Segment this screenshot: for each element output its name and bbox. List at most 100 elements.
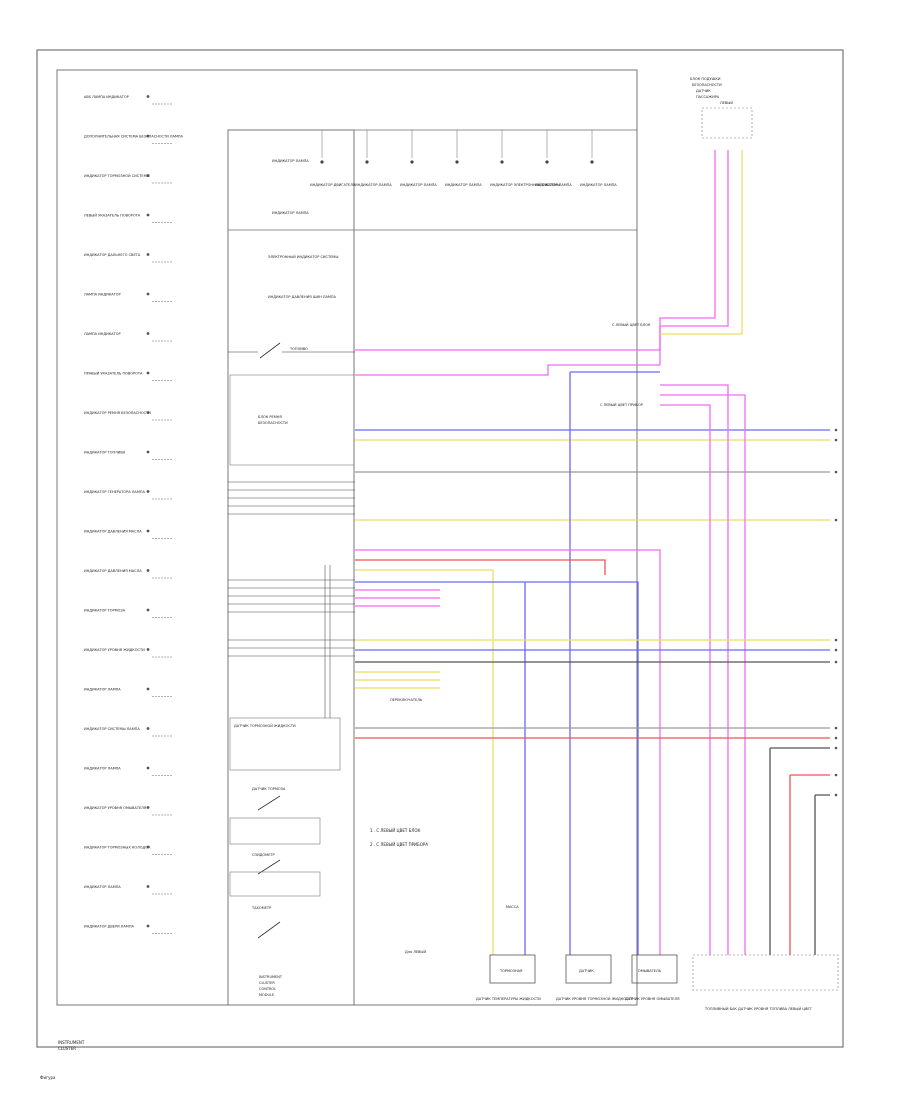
control-label-4: MODULE: [259, 993, 274, 997]
cluster-title-2: CLUSTER: [58, 1046, 76, 1051]
lower-switch-4: ТАХОМЕТР: [251, 906, 271, 910]
indicator-pin: [146, 687, 150, 691]
indicator-label: ИНДИКАТОР ДАВЛЕНИЯ МАСЛА: [84, 569, 142, 573]
terminal-dot: [834, 470, 838, 474]
tachometer-switch: [257, 921, 281, 939]
switch-note: ПЕРЕКЛЮЧАТЕЛЬ: [390, 698, 423, 702]
top-right-sub: ЛЕВЫЙ: [720, 100, 733, 105]
washer-sensor-box: [631, 954, 678, 984]
mid-label-1: ИНДИКАТОР ЛАМПА: [272, 159, 309, 163]
bottom-label-3: ДАТЧИК УРОВНЯ ОМЫВАТЕЛЯ: [625, 997, 680, 1001]
lower-switch-3: СПИДОМЕТР: [252, 853, 275, 857]
cluster-box: [56, 69, 638, 1006]
cluster-bus-lines: [228, 481, 355, 657]
top-lamp-bulb: [455, 160, 459, 164]
top-lamp-bulb: [545, 160, 549, 164]
indicator-pin: [146, 845, 150, 849]
wire: [660, 150, 743, 335]
indicator-pin: [146, 95, 150, 98]
indicator-label: ПРАВЫЙ УКАЗАТЕЛЬ ПОВОРОТА: [84, 371, 143, 376]
indicator-label: ИНДИКАТОР ТОПЛИВА: [84, 451, 126, 455]
indicator-label: ИНДИКАТОР УРОВНЯ ЖИДКОСТИ: [84, 648, 145, 652]
indicator-label: ЛАМПА ИНДИКАТОР: [84, 293, 121, 297]
top-right-module-3: ДАТЧИК: [696, 89, 711, 93]
coolant-sensor-box: [489, 954, 536, 984]
indicator-label: ИНДИКАТОР РЕМНЯ БЕЗОПАСНОСТИ: [84, 411, 151, 415]
indicator-pin: [146, 332, 150, 335]
wire: [355, 549, 661, 955]
brake-fluid-sensor-box: [565, 954, 612, 984]
top-lamp-label: ИНДИКАТОР ЛАМПА: [580, 183, 617, 187]
top-right-module-box: [701, 107, 753, 139]
indicator-pin: [146, 569, 150, 572]
wire: [355, 150, 716, 351]
indicator-pin: [146, 766, 150, 770]
device-label-3: ОМЫВАТЕЛЬ: [638, 969, 662, 973]
terminal-dot: [834, 648, 838, 652]
wire: [569, 371, 660, 955]
indicator-label: ИНДИКАТОР ТОРМОЗНЫХ КОЛОДОК: [84, 846, 151, 850]
top-lamp-bulb: [410, 160, 414, 164]
wire: [355, 581, 526, 955]
terminal-dot: [834, 428, 838, 432]
indicator-pin: [146, 450, 150, 454]
terminal-dot: [834, 793, 838, 797]
top-lamp-label: ИНДИКАТОР ЛАМПА: [445, 183, 482, 187]
terminal-dot: [834, 736, 838, 740]
cluster-title-1: INSTRUMENT: [58, 1040, 85, 1045]
top-lamp-label: ИНДИКАТОР ЛАМПА: [400, 183, 437, 187]
mid-label-4: ИНДИКАТОР ДАВЛЕНИЯ ШИН ЛАМПА: [268, 295, 337, 299]
top-right-module-1: БЛОК ПОДУШКИ: [690, 77, 721, 81]
top-lamp-box: [227, 129, 638, 231]
terminal-dot: [834, 638, 838, 642]
top-lamp-label: ИНДИКАТОР ЭЛЕКТРОННОЙ СИСТЕМЫ: [490, 182, 560, 187]
terminal-dot: [834, 746, 838, 750]
terminal-dot: [834, 518, 838, 522]
wires: [355, 150, 838, 955]
control-module-box: [227, 129, 355, 1006]
indicator-label: ЛЕВЫЙ УКАЗАТЕЛЬ ПОВОРОТА: [84, 213, 141, 218]
indicator-pin: [146, 174, 150, 177]
mid-label-3: ЭЛЕКТРОННЫЙ ИНДИКАТОР СИСТЕМЫ: [268, 254, 338, 259]
wire: [769, 747, 830, 955]
indicator-label: ДОПОЛНИТЕЛЬНАЯ СИСТЕМА БЕЗОПАСНОСТИ ЛАМП…: [84, 135, 184, 139]
terminal-dot: [834, 660, 838, 664]
device-label-2: ДАТЧИК: [579, 969, 594, 973]
indicator-label: ABS ЛАМПА ИНДИКАТОР: [84, 95, 129, 99]
sub-label: Для ЛЕВЫЙ: [405, 949, 427, 954]
bottom-label-4: ТОПЛИВНЫЙ БАК ДАТЧИК УРОВНЯ ТОПЛИВА ЛЕВЫ…: [704, 1006, 813, 1011]
indicator-pin: [146, 134, 150, 138]
control-label-3: CONTROL: [259, 987, 276, 991]
terminal-dot: [834, 438, 838, 442]
indicator-pin: [146, 411, 150, 414]
top-lamp-bulb: [320, 160, 324, 164]
terminal-dot: [834, 773, 838, 777]
indicator-pin: [146, 727, 150, 730]
mid-label-2: ИНДИКАТОР ЛАМПА: [272, 211, 309, 215]
belt-module-2: БЕЗОПАСНОСТИ: [258, 421, 288, 425]
lower-switch-2: ДАТЧИК ТОРМОЗА: [252, 787, 286, 791]
indicator-label: ИНДИКАТОР УРОВНЯ ОМЫВАТЕЛЯ: [84, 806, 147, 810]
indicator-pin: [146, 253, 150, 256]
indicator-label: ИНДИКАТОР ЛАМПА: [84, 688, 121, 692]
belt-module-1: БЛОК РЕМНЯ: [258, 415, 282, 419]
indicator-pin: [146, 924, 150, 928]
wire: [660, 394, 746, 955]
indicator-pin: [146, 885, 150, 888]
footnote: Фигура: [40, 1075, 56, 1080]
top-right-module-4: ПАССАЖИРА: [696, 95, 720, 99]
top-right-module-2: БЕЗОПАСНОСТИ: [692, 83, 722, 87]
belt-module-box: [229, 374, 355, 466]
wire: [355, 150, 729, 376]
lower-switch-1: ДАТЧИК ТОРМОЗНОЙ ЖИДКОСТИ: [234, 723, 296, 728]
fuel-tank-box: [692, 954, 839, 991]
wire: [789, 774, 830, 955]
indicator-label: ИНДИКАТОР ГЕНЕРАТОРА ЛАМПА: [84, 490, 145, 494]
top-lamp-bulb: [365, 160, 369, 164]
speedometer-switch: [257, 859, 281, 875]
fuel-switch-label: ТОПЛИВО: [289, 347, 308, 351]
indicator-pin: [146, 529, 150, 533]
terminal-dot: [834, 726, 838, 730]
indicator-label: ИНДИКАТОР ДАВЛЕНИЯ МАСЛА: [84, 530, 142, 534]
